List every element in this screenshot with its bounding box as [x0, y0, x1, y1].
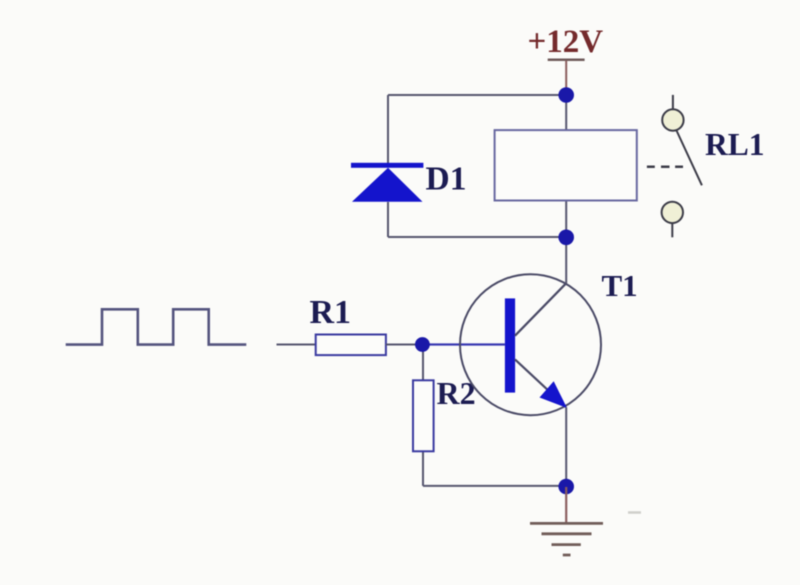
svg-text:RL1: RL1: [705, 127, 765, 162]
svg-text:R1: R1: [310, 294, 352, 331]
svg-text:D1: D1: [426, 161, 467, 198]
svg-text:+12V: +12V: [528, 24, 604, 60]
svg-text:T1: T1: [602, 268, 638, 303]
